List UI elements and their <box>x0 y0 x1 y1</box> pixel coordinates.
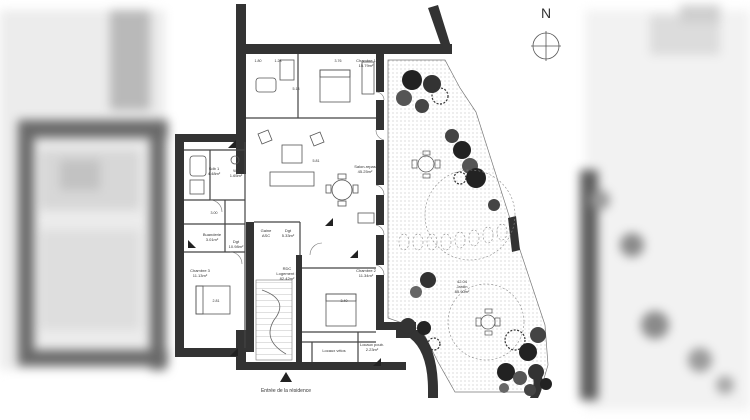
label-garden-area: 42.04 <box>457 279 468 284</box>
markers <box>188 140 381 366</box>
label-living-area: 45.25m² <box>358 169 373 174</box>
label-bedroom1-area: 15.79m² <box>359 63 374 68</box>
label-bath: Sdb 1 <box>209 166 220 171</box>
garden-area <box>387 59 549 393</box>
compass-letter: N <box>541 5 551 21</box>
staircase <box>255 279 293 361</box>
garden-table-1 <box>417 155 435 173</box>
label-bedroom2-area: 11.34m² <box>359 273 374 278</box>
dim-4: 3.00 <box>211 211 218 215</box>
exterior-walls <box>175 4 543 398</box>
label-wc-area: 1.65m² <box>230 173 243 178</box>
label-logement-sub: Logement 1 <box>276 271 298 276</box>
label-gaine-sub: ASC <box>262 233 270 238</box>
garden-furniture <box>411 150 501 336</box>
label-buanderie: Buanderie <box>203 232 222 237</box>
label-gaine: Gaine <box>261 228 272 233</box>
dim-5: 5.81 <box>313 159 320 163</box>
bed-chambre-1 <box>319 69 351 103</box>
dim-8: 5.18 <box>293 87 300 91</box>
dim-6: 2.81 <box>213 299 220 303</box>
dimension-labels: 1.80 1.28 3.76 3.00 5.81 2.81 3.40 5.18 <box>211 59 348 303</box>
label-bedroom3: Chambre 3 <box>190 268 211 273</box>
label-living: Salon-repas <box>354 164 376 169</box>
adjacent-plan-left <box>0 10 168 370</box>
label-bath-area: 4.48m² <box>208 171 221 176</box>
entrance-label: Entrée de la résidence <box>261 388 311 394</box>
dim-2: 1.28 <box>275 59 282 63</box>
dining-table <box>331 179 353 201</box>
adjacent-plan-right <box>580 5 750 410</box>
label-logement: RDC <box>283 266 292 271</box>
label-poubelles-area: 2.23m² <box>366 347 379 352</box>
label-garden: Jardin <box>457 284 468 289</box>
label-wc: Wc <box>233 168 239 173</box>
label-bedroom1: Chambre 1 <box>356 58 377 63</box>
garden-trees <box>396 70 552 396</box>
label-bedroom3-area: 11.13m² <box>193 273 208 278</box>
dim-1: 1.80 <box>255 59 262 63</box>
room-labels: Chambre 1 15.79m² Salon-repas 45.25m² Sd… <box>190 58 470 353</box>
label-poubelles: Locaux poub. <box>360 342 384 347</box>
sofa <box>269 171 315 187</box>
entrance: Entrée de la résidence <box>261 372 311 394</box>
dim-3: 3.76 <box>335 59 342 63</box>
door-swings <box>209 91 385 276</box>
entrance-arrow <box>280 372 292 382</box>
label-garden-sub: 85.90m² <box>455 289 470 294</box>
label-dgt-area: 10.98m² <box>229 244 244 249</box>
furniture <box>189 59 375 327</box>
dim-7: 3.40 <box>341 299 348 303</box>
north-compass: N <box>531 5 561 61</box>
label-bedroom2: Chambre 2 <box>356 268 377 273</box>
label-logement-area: 82.42m² <box>280 276 295 281</box>
label-buanderie-area: 3.01m² <box>206 237 219 242</box>
interior-partitions <box>184 54 376 362</box>
label-dgt2: Dgt <box>285 228 292 233</box>
label-dgt2-area: 5.33m² <box>282 233 295 238</box>
garden-layout <box>398 169 525 361</box>
label-locaux: Locaux vélos <box>322 348 345 353</box>
label-dgt: Dgt <box>233 239 240 244</box>
